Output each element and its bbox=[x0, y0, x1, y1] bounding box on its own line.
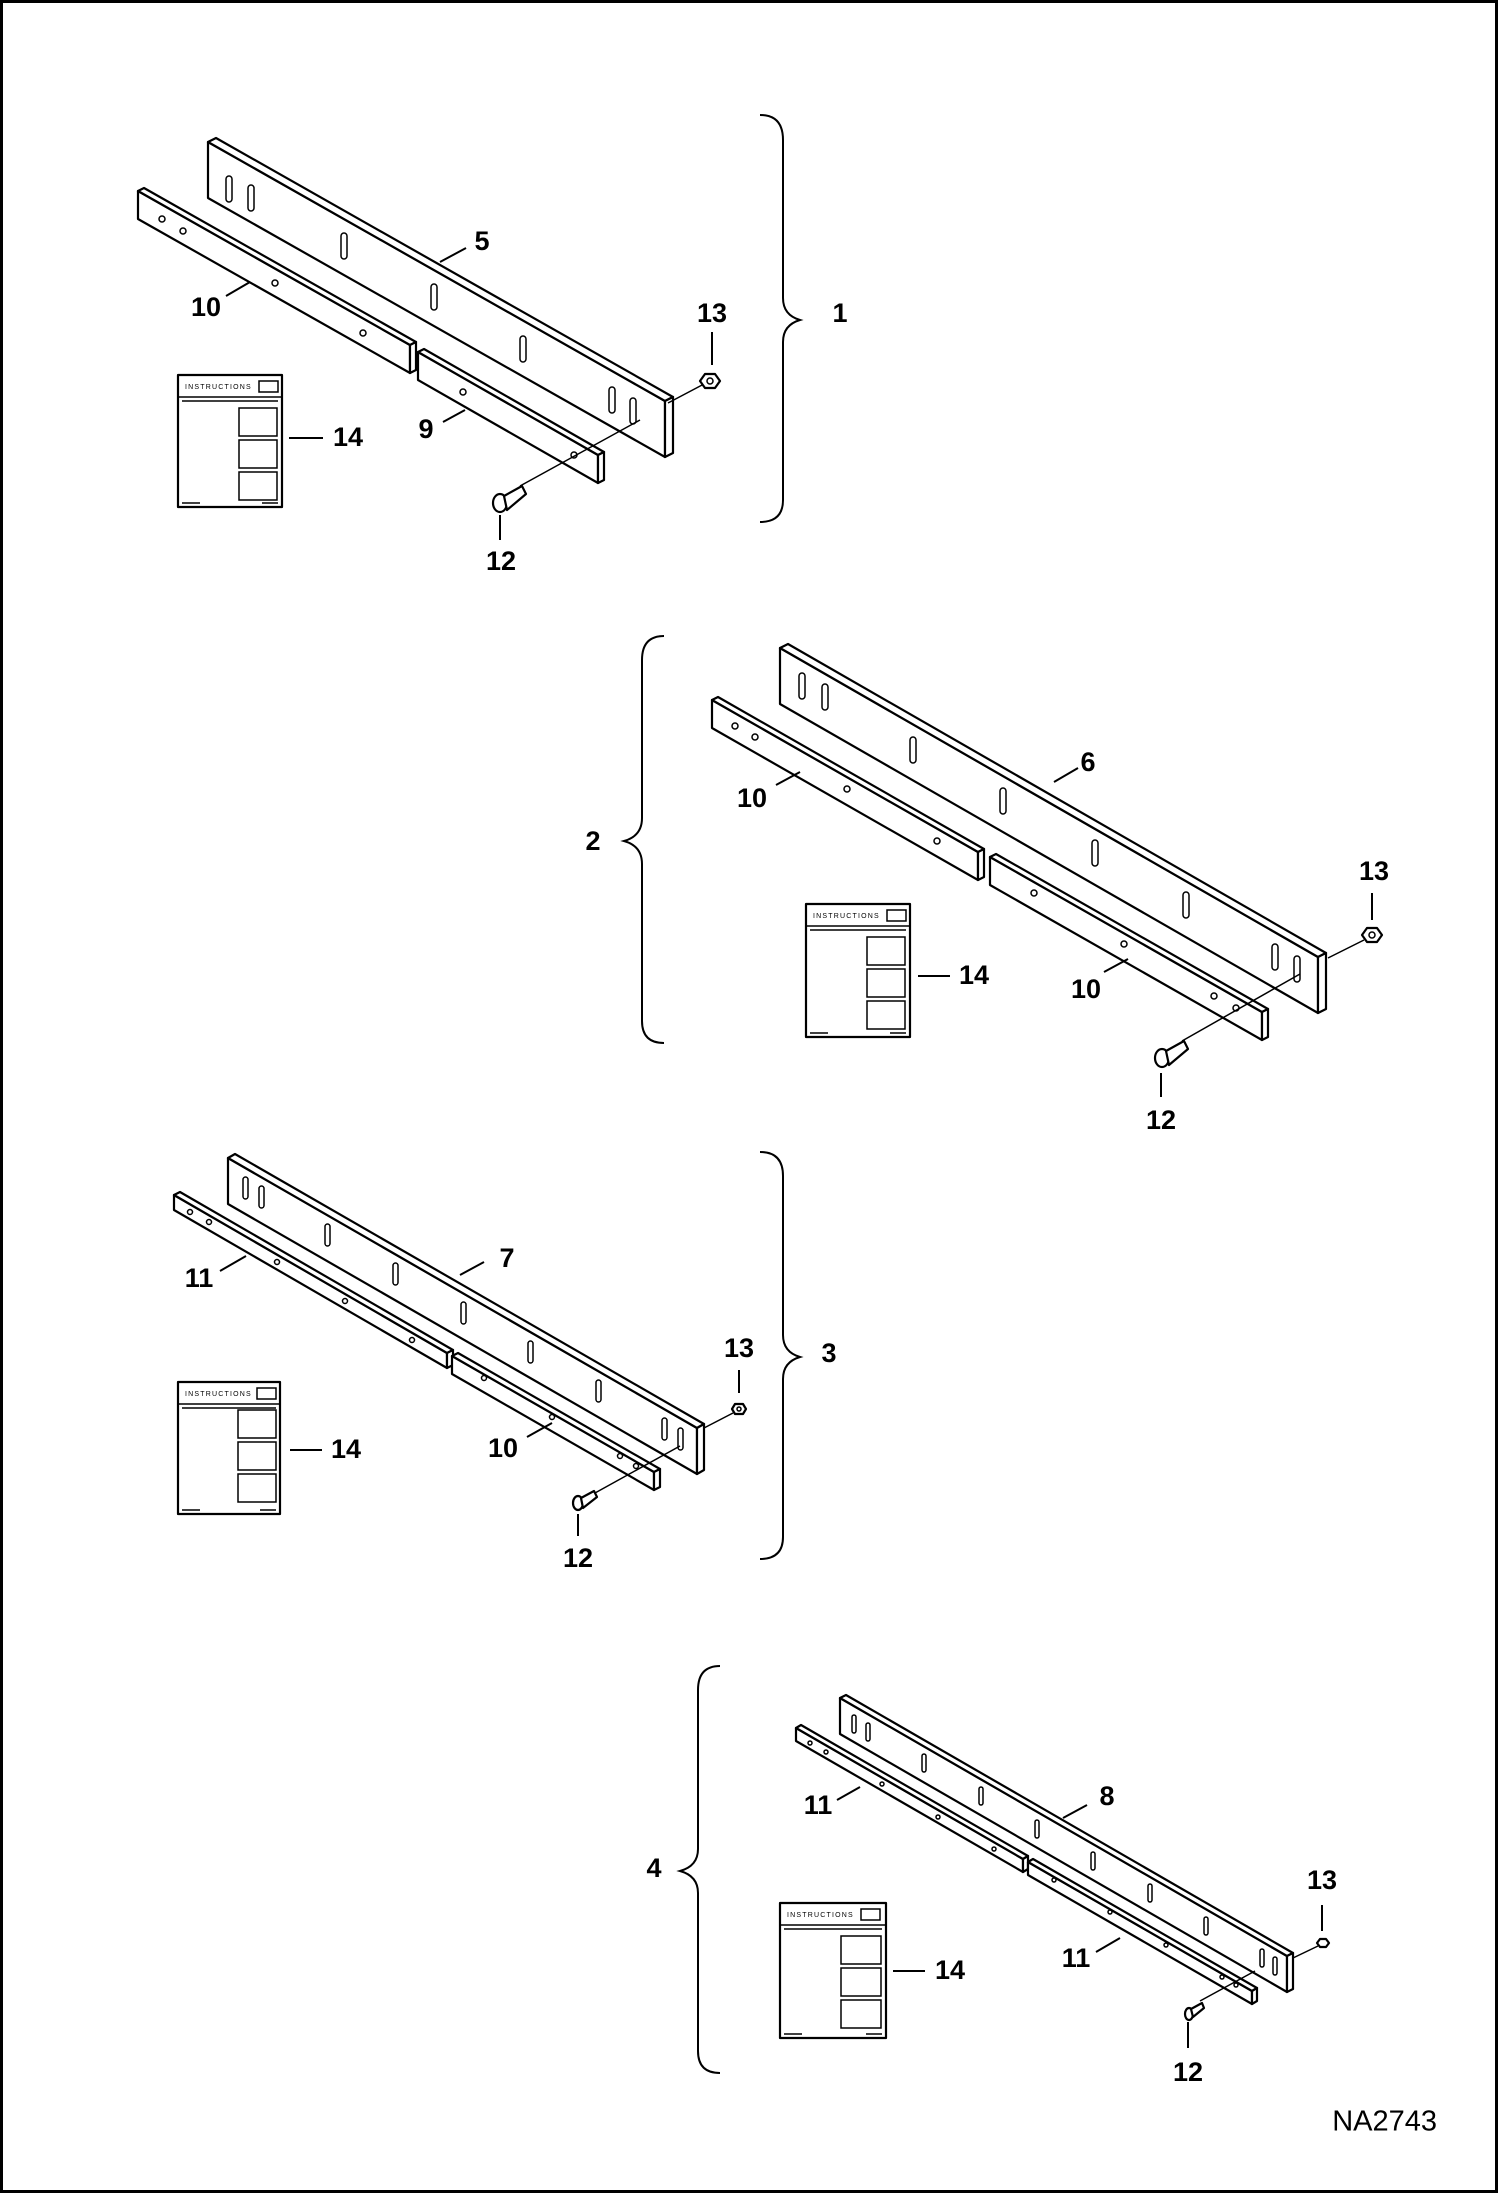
wear-strip-a bbox=[136, 186, 418, 375]
cutting-edge bbox=[778, 642, 1328, 1015]
group-brace bbox=[759, 114, 804, 523]
callout-nut: 13 bbox=[724, 1333, 754, 1363]
cutting-edge bbox=[206, 136, 675, 459]
callout-strip-a: 10 bbox=[191, 292, 221, 322]
nut-icon bbox=[1327, 926, 1384, 959]
figure-code: NA2743 bbox=[1332, 2106, 1437, 2138]
instruction-manual-icon: INSTRUCTIONS bbox=[778, 1901, 888, 2040]
callout-manual: 14 bbox=[333, 422, 363, 452]
callout-edge: 5 bbox=[474, 226, 489, 256]
nut-icon bbox=[1292, 1937, 1331, 1959]
callout-group: 3 bbox=[821, 1338, 836, 1368]
callout-bolt: 12 bbox=[486, 546, 516, 576]
bolt-icon bbox=[1183, 1970, 1256, 2022]
wear-strip-b bbox=[988, 852, 1270, 1042]
callout-edge: 6 bbox=[1080, 747, 1095, 777]
group-brace bbox=[759, 1151, 804, 1560]
wear-strip-b bbox=[450, 1351, 662, 1492]
callout-manual: 14 bbox=[959, 960, 989, 990]
callout-edge: 7 bbox=[499, 1243, 514, 1273]
callout-strip-a: 10 bbox=[737, 783, 767, 813]
callout-strip-b: 11 bbox=[1062, 1943, 1091, 1973]
callout-group: 4 bbox=[646, 1853, 661, 1883]
slots bbox=[225, 175, 637, 425]
group-brace bbox=[620, 635, 665, 1044]
wear-strip-b bbox=[1026, 1857, 1259, 2006]
bolt-icon bbox=[491, 419, 641, 514]
manual-title: INSTRUCTIONS bbox=[813, 913, 880, 920]
callout-nut: 13 bbox=[1359, 856, 1389, 886]
bolt-icon bbox=[1153, 973, 1301, 1069]
callout-manual: 14 bbox=[935, 1955, 965, 1985]
slots bbox=[798, 672, 1301, 983]
callout-nut: 13 bbox=[1307, 1865, 1337, 1895]
cutting-edge bbox=[838, 1693, 1295, 1994]
bolt-icon bbox=[571, 1445, 681, 1512]
instruction-manual-icon: INSTRUCTIONS bbox=[176, 1380, 282, 1516]
kit-4: INSTRUCTIONS 8 11 11 13 12 14 4 bbox=[646, 1665, 1337, 2087]
callout-strip-b: 9 bbox=[418, 414, 433, 444]
callout-manual: 14 bbox=[331, 1434, 361, 1464]
callout-strip-a: 11 bbox=[185, 1263, 214, 1293]
wear-strip-b bbox=[416, 347, 606, 485]
slots bbox=[851, 1714, 1278, 1976]
manual-title: INSTRUCTIONS bbox=[185, 1391, 252, 1398]
callout-nut: 13 bbox=[697, 298, 727, 328]
wear-strip-a bbox=[710, 695, 986, 882]
callout-bolt: 12 bbox=[1146, 1105, 1176, 1135]
kit-2: INSTRUCTIONS 6 10 10 13 12 14 2 bbox=[585, 635, 1389, 1135]
group-brace bbox=[676, 1665, 721, 2074]
instruction-manual-icon: INSTRUCTIONS bbox=[804, 902, 912, 1039]
callout-bolt: 12 bbox=[563, 1543, 593, 1573]
callout-bolt: 12 bbox=[1173, 2057, 1203, 2087]
manual-title: INSTRUCTIONS bbox=[185, 384, 252, 391]
callout-group: 1 bbox=[832, 298, 847, 328]
slots bbox=[242, 1176, 684, 1451]
instruction-manual-icon: INSTRUCTIONS bbox=[176, 373, 284, 509]
nut-icon bbox=[703, 1402, 748, 1429]
callout-strip-b: 10 bbox=[1071, 974, 1101, 1004]
nut-icon bbox=[667, 372, 722, 404]
callout-group: 2 bbox=[585, 826, 600, 856]
kit-3: INSTRUCTIONS 7 11 10 13 12 14 3 bbox=[172, 1151, 837, 1573]
kit-1: INSTRUCTIONS 5 10 9 13 12 14 1 bbox=[136, 114, 848, 576]
cutting-edge bbox=[226, 1152, 706, 1476]
callout-edge: 8 bbox=[1099, 1781, 1114, 1811]
manual-title: INSTRUCTIONS bbox=[787, 1912, 854, 1919]
callout-strip-b: 10 bbox=[488, 1433, 518, 1463]
wear-strip-a bbox=[172, 1190, 455, 1370]
callout-strip-a: 11 bbox=[804, 1790, 833, 1820]
wear-strip-a bbox=[794, 1723, 1030, 1874]
